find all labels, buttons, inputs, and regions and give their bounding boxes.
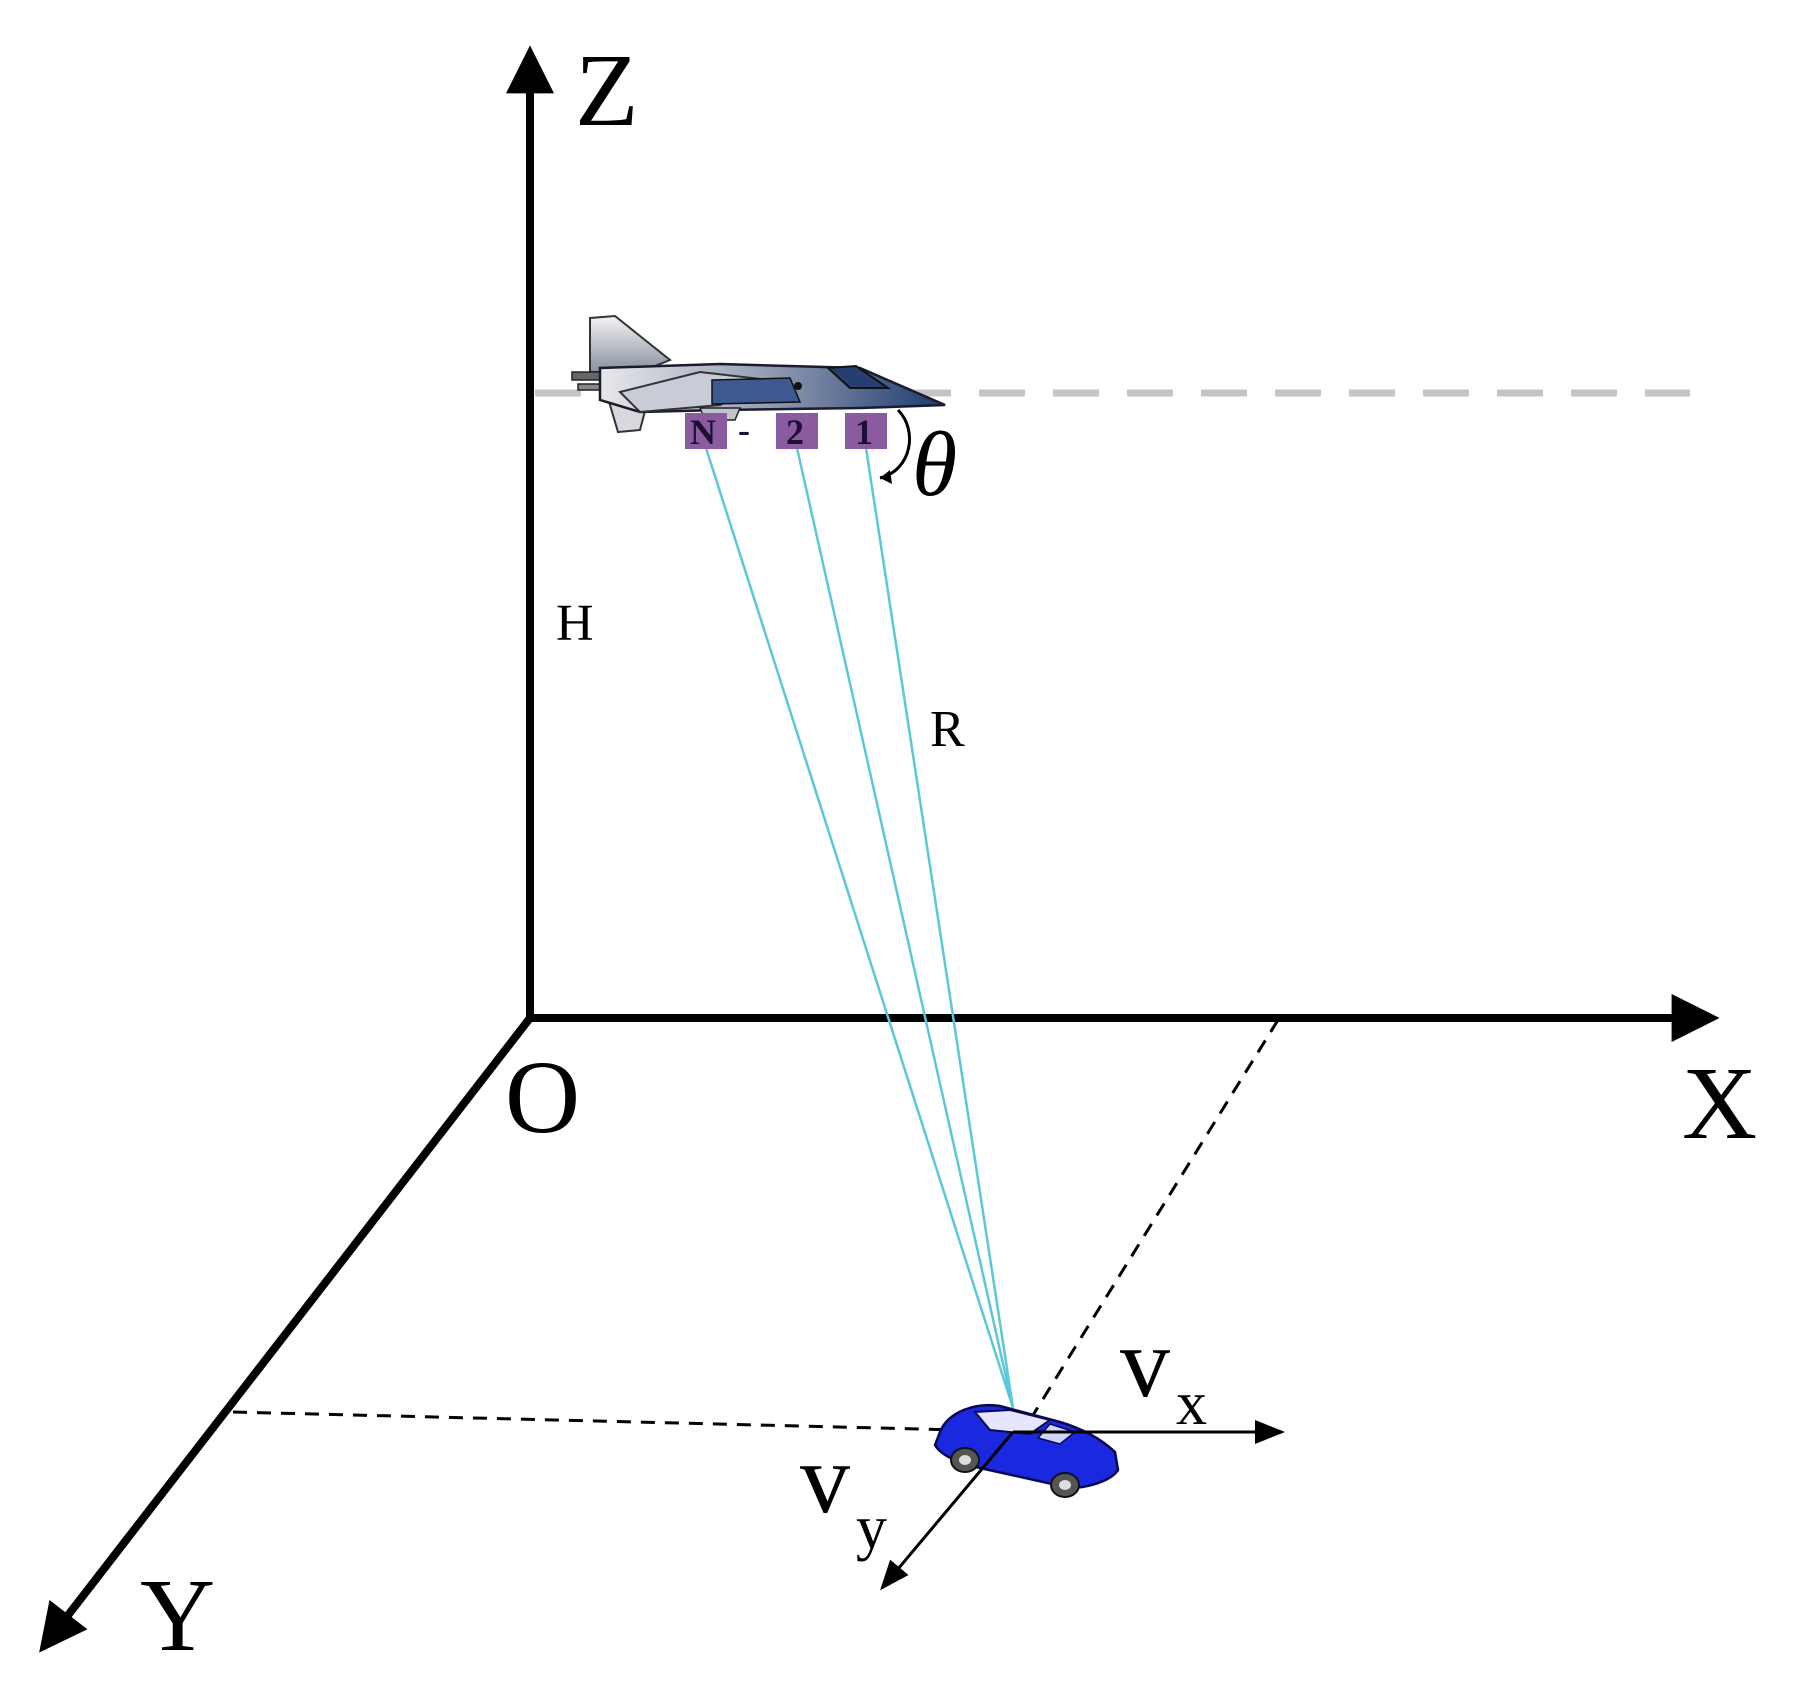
array-element-n — [685, 413, 727, 449]
z-axis-label: Z — [575, 33, 639, 148]
car-icon — [933, 1403, 1120, 1498]
range-label: R — [930, 701, 965, 758]
x-projection-dashed-line — [1028, 1019, 1280, 1421]
beam-element-2 — [795, 447, 1015, 1409]
velocity-x-symbol: v — [1120, 1307, 1170, 1418]
radar-beams — [704, 447, 1015, 1409]
velocity-y-arrow — [880, 1431, 1015, 1591]
y-projection-dashed-line — [232, 1410, 961, 1432]
array-element-n-label: N — [690, 412, 716, 452]
velocity-y-symbol: v — [800, 1423, 850, 1534]
height-label: H — [556, 595, 594, 652]
angle-theta-label: θ — [912, 413, 957, 515]
fighter-jet-icon — [571, 314, 946, 434]
velocity-x-label: vx — [1120, 1307, 1207, 1438]
array-element-ellipsis: - — [738, 410, 750, 450]
array-element-2-label: 2 — [786, 412, 804, 452]
y-axis-label: Y — [140, 1558, 215, 1673]
x-axis-label: X — [1682, 1046, 1757, 1161]
y-axis — [39, 1015, 534, 1653]
array-element-1 — [845, 413, 887, 449]
beam-element-1 — [864, 447, 1015, 1409]
origin-label: O — [505, 1040, 580, 1155]
velocity-y-subscript: y — [856, 1494, 887, 1562]
velocity-y-label: vy — [800, 1423, 887, 1562]
antenna-array: N - 2 1 — [685, 410, 887, 452]
array-element-1-label: 1 — [855, 412, 873, 452]
array-element-2 — [776, 413, 818, 449]
beam-element-n — [704, 447, 1015, 1409]
velocity-x-subscript: x — [1176, 1370, 1207, 1438]
